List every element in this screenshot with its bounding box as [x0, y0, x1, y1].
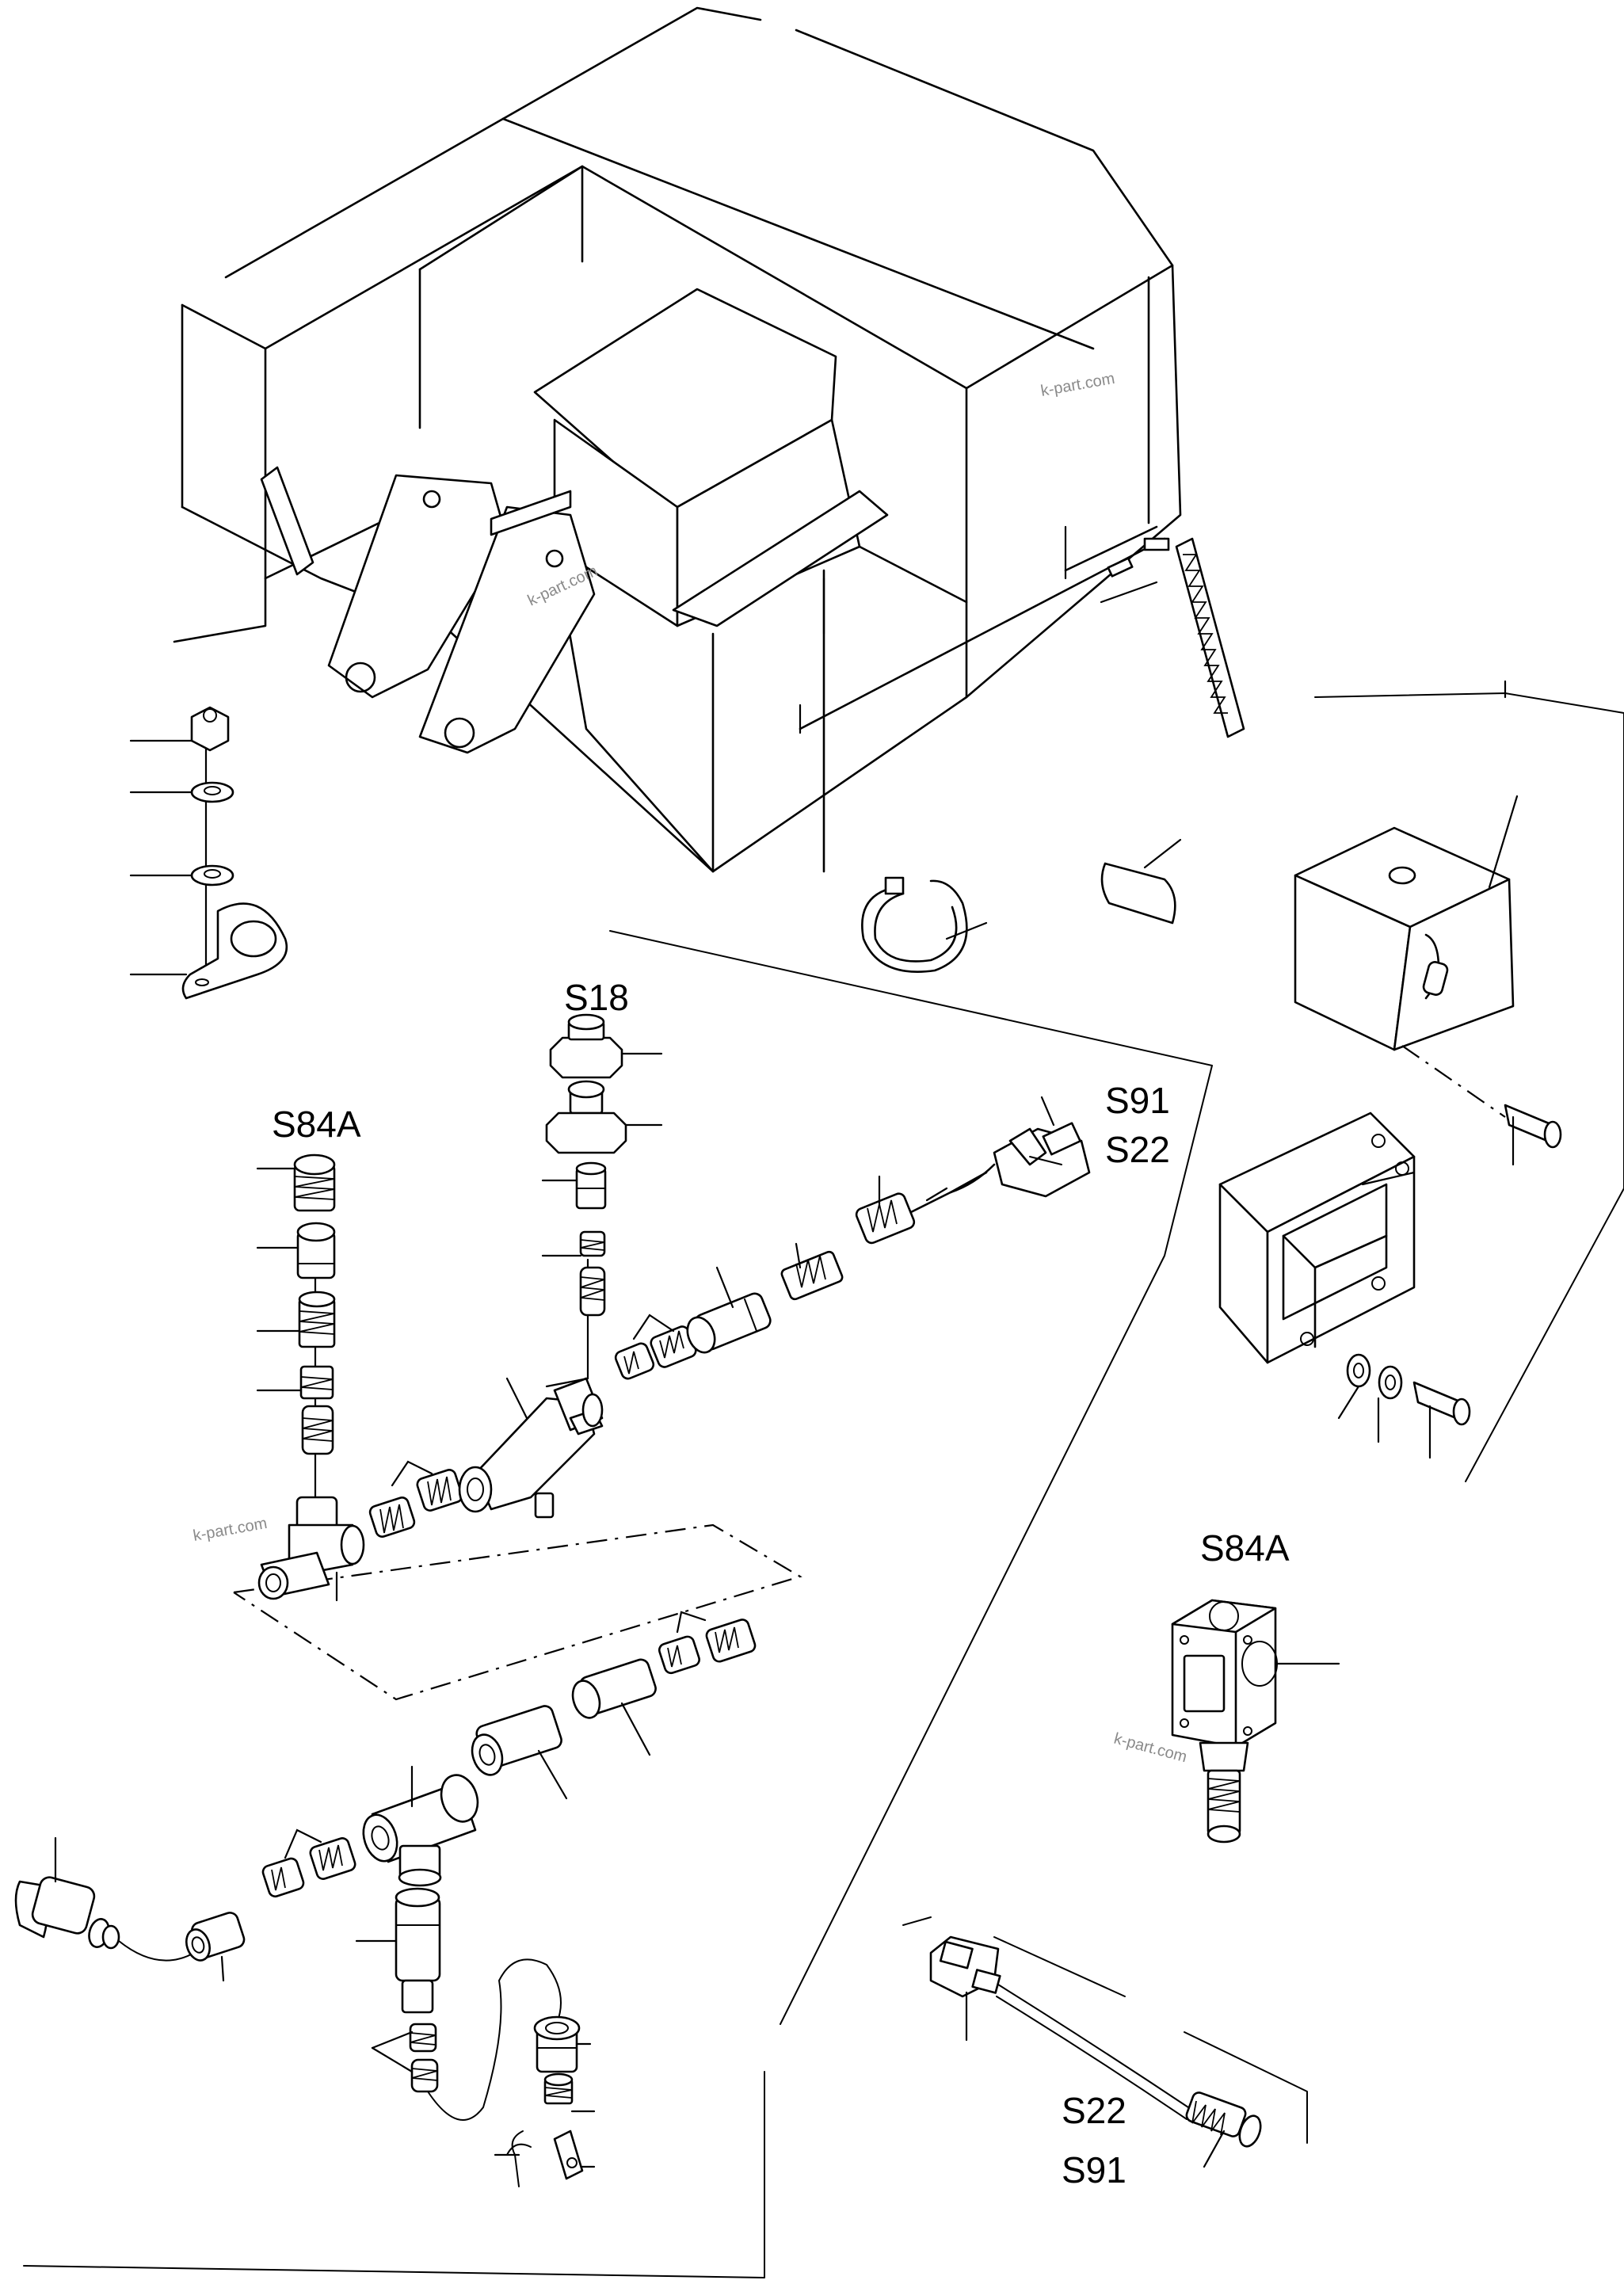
switch-housing-base: [1218, 1111, 1416, 1364]
sealing-plug-icon: [296, 1222, 336, 1279]
spring-sleeve-icon: [309, 1837, 356, 1880]
connector-cable: [118, 1940, 195, 1962]
hex-gland-icon: [549, 1013, 623, 1079]
label-s22-top: S22: [1105, 1129, 1170, 1170]
machine-body: [173, 6, 1245, 873]
coupling-sleeve-icon: [686, 1292, 772, 1354]
sensor-connector-plug-icon: [929, 1935, 1001, 1998]
spring-sleeve-icon: [614, 1342, 655, 1380]
lower-gland-column: [494, 2015, 596, 2187]
upper-horizontal-fittings: [368, 1258, 604, 1538]
spring-sleeve-icon: [261, 1857, 305, 1898]
group-outline-center: [609, 930, 1213, 2025]
label-s18: S18: [564, 977, 629, 1018]
straight-connector: [185, 1912, 246, 1982]
t-connector-lower: [362, 1774, 479, 1887]
vertical-sleeve-icon: [395, 1887, 441, 2014]
label-s22-bottom: S22: [1062, 2090, 1127, 2131]
round-connector-plug: [14, 1836, 120, 1950]
washer-icon: [190, 781, 234, 803]
spring-sleeve-icon: [650, 1325, 697, 1368]
s18-fitting-column: [541, 1013, 663, 1317]
protective-sleeve: [1100, 838, 1182, 925]
group-outline-right: [1314, 692, 1624, 1482]
t-connector-upper: [257, 1496, 365, 1602]
spring-sleeve-icon: [658, 1635, 700, 1675]
watermark-3: k-part.com: [192, 1515, 269, 1545]
bellows-cap-icon: [293, 1153, 336, 1212]
inductive-sensor-head-icon: [1185, 2091, 1262, 2148]
s22-s91-inductive-sensor: [902, 1916, 1308, 2168]
gland-nut-icon: [543, 2072, 574, 2105]
cable-tie: [861, 876, 988, 973]
threaded-coupling-icon: [471, 1705, 562, 1776]
lower-fitting-chain: [261, 1611, 757, 2121]
label-s91-bottom: S91: [1062, 2149, 1127, 2191]
cover-screw: [1504, 1104, 1562, 1166]
gland-body-icon: [533, 2015, 581, 2073]
y-connector-icon: [458, 1377, 604, 1519]
cable-lug-icon: [506, 2130, 584, 2187]
hex-nipple-icon: [298, 1291, 336, 1348]
threaded-sleeve-icon: [299, 1365, 334, 1455]
spring-pair-icon: [579, 1230, 606, 1317]
switch-housing-cover: [1294, 795, 1519, 1118]
coupling-sleeve-icon: [571, 1658, 657, 1719]
spring-sleeve-icon: [416, 1469, 463, 1512]
base-washers-and-screw: [1337, 1353, 1471, 1459]
threaded-insert-icon: [575, 1161, 607, 1210]
hex-nut-icon: [190, 706, 230, 752]
nut-washer-clamp-stack: [129, 706, 288, 1000]
spring-pair-icon: [409, 2023, 439, 2093]
upper-right-fitting-chain: [614, 1096, 1091, 1380]
washer-icon: [190, 864, 234, 887]
label-s91-top: S91: [1105, 1080, 1170, 1121]
pipe-clamp-icon: [181, 902, 288, 1000]
watermark-1: k-part.com: [1039, 370, 1116, 400]
threaded-coupling-icon: [780, 1250, 844, 1301]
dashed-hidden-outline: [233, 1523, 802, 1701]
label-s84a-left: S84A: [272, 1104, 361, 1145]
left-fitting-column: [256, 1153, 336, 1523]
label-s84a-right: S84A: [1200, 1527, 1290, 1569]
spring-sleeve-icon: [705, 1619, 757, 1663]
knurled-nut-icon: [855, 1192, 916, 1245]
hex-nut-gland-icon: [545, 1080, 627, 1154]
spring-sleeve-icon: [368, 1497, 416, 1538]
connector-plug-icon: [993, 1122, 1091, 1198]
group-outline-bottom: [23, 2071, 765, 2278]
s84a-limit-switch: [1171, 1599, 1340, 1844]
